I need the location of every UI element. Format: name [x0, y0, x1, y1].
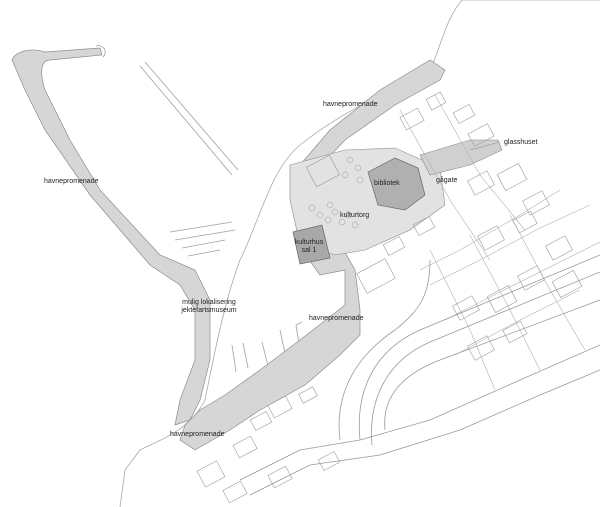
glasshuset-strip: [419, 139, 503, 176]
breakwater: [11, 47, 211, 426]
kulturhus-building: [292, 224, 331, 265]
bibliotek-building: [367, 157, 426, 211]
glasshuset-leader: [469, 141, 501, 151]
street-grid: [399, 94, 600, 391]
piers: [139, 61, 303, 373]
promenade: [179, 239, 361, 451]
building-footprints: [196, 91, 583, 504]
trees: [308, 156, 364, 229]
roads: [239, 254, 600, 496]
